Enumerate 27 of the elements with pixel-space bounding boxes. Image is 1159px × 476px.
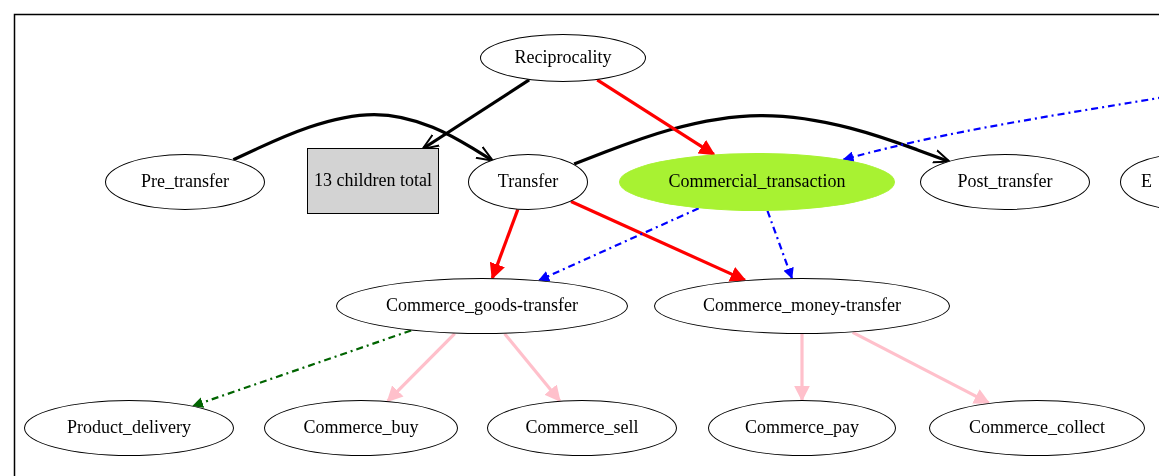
node-label: Transfer bbox=[497, 170, 559, 194]
node-label: Post_transfer bbox=[957, 170, 1053, 194]
node-label: Commerce_sell bbox=[525, 416, 639, 440]
arrow bbox=[192, 329, 412, 408]
arrow bbox=[503, 332, 561, 402]
node-label: Commerce_pay bbox=[745, 416, 859, 440]
node-label: Pre_transfer bbox=[141, 170, 229, 194]
arrow bbox=[794, 334, 810, 402]
node-label: Commerce_collect bbox=[969, 416, 1105, 440]
arrow bbox=[842, 95, 1159, 163]
arrow bbox=[489, 209, 520, 280]
node-label: Product_delivery bbox=[67, 416, 191, 440]
arrow bbox=[421, 78, 531, 150]
arrow bbox=[570, 200, 747, 282]
arrow bbox=[538, 207, 700, 282]
node-label: Commerce_goods-transfer bbox=[386, 294, 578, 318]
node-label: 13 children total bbox=[314, 169, 432, 193]
summary-box bbox=[307, 148, 439, 214]
node-label: Commerce_money-transfer bbox=[703, 294, 901, 318]
arrow bbox=[232, 113, 494, 162]
node-label: Commercial_transaction bbox=[668, 170, 846, 194]
ellipse-node bbox=[468, 154, 588, 210]
node-label: Commerce_buy bbox=[303, 416, 419, 440]
arrow bbox=[766, 210, 794, 280]
node-label: E bbox=[1141, 170, 1152, 194]
node-label: Reciprocality bbox=[514, 46, 612, 70]
arrow bbox=[573, 113, 951, 166]
